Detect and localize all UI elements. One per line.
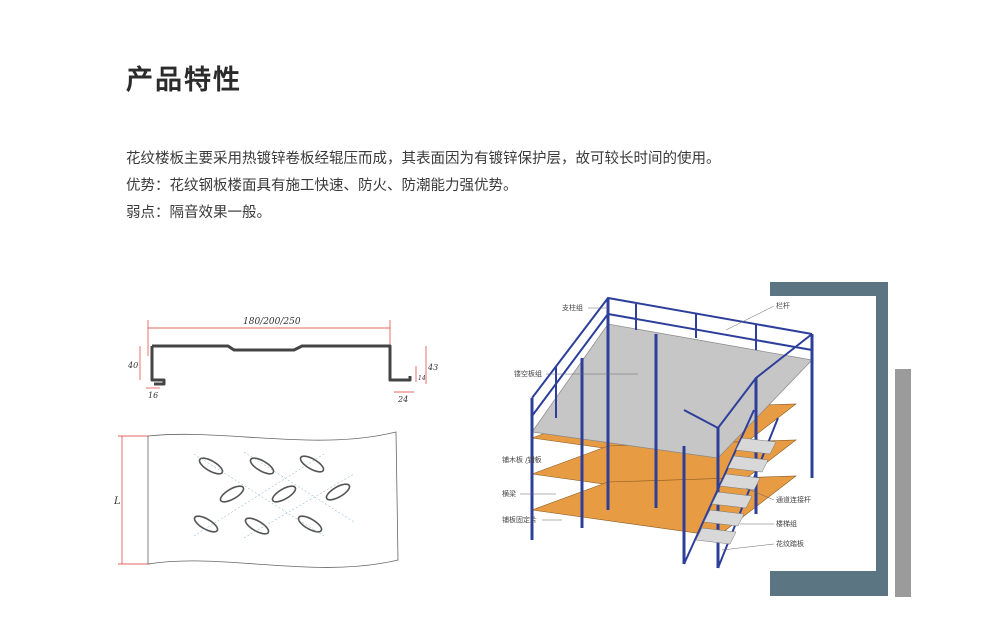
lip-left-label: 16	[148, 391, 158, 400]
width-label: 180/200/250	[243, 317, 301, 327]
callout-beam: 横梁	[502, 489, 516, 498]
callout-deck: 镂空板组	[514, 369, 542, 378]
callout-railing: 栏杆	[776, 301, 790, 310]
description-line-3: 弱点：隔音效果一般。	[126, 205, 271, 221]
height-right-label: 43	[427, 363, 438, 372]
callout-tread: 花纹踏板	[776, 539, 804, 548]
length-label: L	[114, 496, 121, 507]
description-line-2: 优势：花纹钢板楼面具有施工快速、防火、防潮能力强优势。	[126, 178, 518, 194]
patterned-sheet-drawing: L	[114, 431, 399, 568]
decorative-frame-inner	[770, 296, 876, 571]
profile-section-drawing: 180/200/250 40 43 16 24 14	[127, 317, 438, 404]
callout-connector: 通道连接杆	[776, 495, 811, 504]
profile-outline	[150, 344, 412, 386]
steel-platform-illustration: 支柱组 栏杆 镂空板组 铺木板 /钢板 横梁 铺板固定片 通道连接杆 楼梯组 花…	[502, 296, 814, 569]
lip-right-label: 24	[397, 395, 408, 404]
description: 花纹楼板主要采用热镀锌卷板经辊压而成，其表面因为有镀锌保护层，故可较长时间的使用…	[126, 146, 721, 227]
page-title: 产品特性	[126, 65, 242, 96]
height-left-label: 40	[127, 361, 138, 370]
callout-column: 支柱组	[562, 303, 583, 312]
small-right-label: 14	[418, 375, 426, 382]
decorative-bar	[895, 369, 911, 597]
callout-stair: 楼梯组	[776, 519, 797, 528]
callout-wood-steel: 铺木板 /钢板	[502, 455, 542, 464]
description-line-1: 花纹楼板主要采用热镀锌卷板经辊压而成，其表面因为有镀锌保护层，故可较长时间的使用…	[126, 151, 721, 167]
callout-fixing: 铺板固定片	[502, 515, 537, 524]
